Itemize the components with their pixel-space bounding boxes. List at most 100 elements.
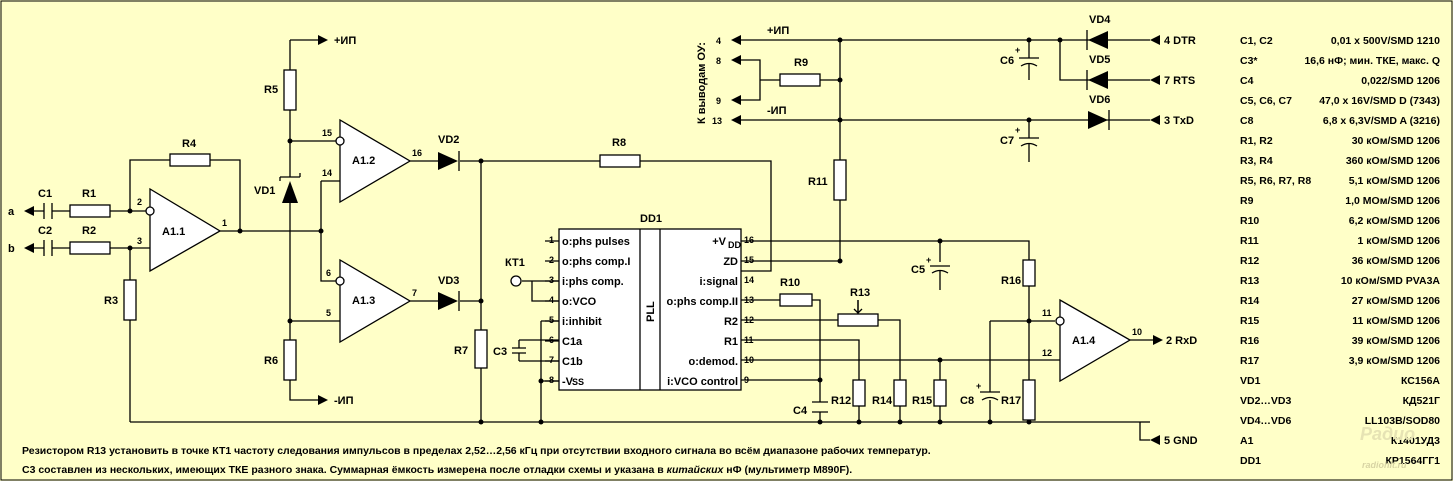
- r7-body: [474, 329, 488, 369]
- c5-symbol: [930, 265, 950, 274]
- r1-body: [69, 204, 111, 218]
- label-components-R14: R14: [872, 395, 893, 407]
- watermark-site: radiohlt.ru: [1362, 460, 1407, 470]
- label-components-R1: R1: [82, 188, 96, 200]
- label-components-R10: R10: [780, 277, 800, 289]
- parts-list-value: 3,9 кОм/SMD 1206: [1349, 355, 1440, 367]
- r6-body: [283, 339, 297, 381]
- labels: C1C2R1R2R3R4R5R6VD1A1.1A1.2A1.3VD2VD3R7R…: [8, 14, 1440, 476]
- dd1-right-pin-num: 9: [744, 375, 749, 385]
- opamps: [145, 118, 1132, 383]
- parts-list-ref: A1: [1240, 435, 1254, 447]
- label-connectors-rts: 7 RTS: [1164, 75, 1195, 87]
- label-components-A11: A1.1: [162, 226, 185, 238]
- svg-text:+: +: [1015, 125, 1020, 135]
- dd1-left-pin-num: 2: [549, 255, 554, 265]
- label-pins-conn_9: 9: [716, 96, 721, 106]
- parts-list-ref: R9: [1240, 195, 1254, 207]
- label-components-R3: R3: [104, 295, 118, 307]
- r5-body: [283, 69, 297, 111]
- dd1-chip: [545, 228, 742, 391]
- dd1-left-pin-num: 8: [549, 375, 554, 385]
- label-nets-plus_ip: +ИП: [334, 35, 356, 47]
- parts-list-ref: C5, C6, C7: [1240, 95, 1292, 107]
- r2-body: [69, 241, 111, 255]
- label-components-C7: C7: [1000, 135, 1014, 147]
- parts-list-ref: R17: [1240, 355, 1259, 367]
- svg-text:+: +: [926, 255, 931, 265]
- capacitors: + + + +: [43, 45, 1039, 413]
- parts-list-ref: C8: [1240, 115, 1254, 127]
- dd1-right-pin-num: 13: [744, 295, 754, 305]
- vd2-symbol: [438, 152, 458, 170]
- label-components-VD4: VD4: [1089, 14, 1111, 26]
- dd1-right-pin-num: 14: [744, 275, 754, 285]
- label-components-VD2: VD2: [438, 134, 459, 146]
- parts-list-ref: R5, R6, R7, R8: [1240, 175, 1311, 187]
- r14-body: [893, 379, 907, 407]
- label-pins-a12_out: 16: [412, 148, 422, 158]
- dd1-vss-sub: SS: [572, 377, 584, 387]
- dd1-left-pin-num: 1: [549, 235, 554, 245]
- parts-list-value: 6,8 x 6,3V/SMD A (3216): [1323, 115, 1440, 127]
- r4-body: [169, 153, 211, 167]
- note-2-italic: китайских: [667, 464, 725, 476]
- label-components-R4: R4: [182, 138, 197, 150]
- c1-symbol: [43, 203, 53, 219]
- r15-body: [933, 379, 947, 407]
- r12-body: [852, 379, 866, 407]
- dd1-right-pin-name: o:phs comp.II: [667, 296, 739, 308]
- vd4-symbol: [1088, 31, 1108, 49]
- label-components-R9: R9: [794, 57, 808, 69]
- parts-list-ref: VD2…VD3: [1240, 395, 1292, 407]
- r13-wiper: [853, 300, 863, 314]
- dd1-vdd-sub: DD: [728, 240, 741, 250]
- r11-body: [833, 159, 847, 201]
- label-pins-a14_in2: 12: [1042, 348, 1052, 358]
- label-components-A12: A1.2: [352, 155, 375, 167]
- vd5-symbol: [1088, 71, 1108, 89]
- dd1-left-pin-name: o:phs comp.I: [562, 256, 630, 268]
- label-components-C3: C3: [493, 346, 507, 358]
- label-inputs-a: a: [8, 206, 15, 218]
- label-components-R5: R5: [264, 84, 278, 96]
- label-nets-plus_ip: +ИП: [767, 25, 789, 37]
- label-components-C8: C8: [960, 395, 974, 407]
- r13-body: [837, 313, 879, 327]
- r16-body: [1022, 259, 1036, 287]
- kt1-testpoint[interactable]: [510, 275, 522, 287]
- r3-body: [123, 279, 137, 321]
- label-components-R8: R8: [612, 137, 626, 149]
- junctions: [127, 37, 1063, 425]
- label-pins-a11_in2: 3: [137, 236, 142, 246]
- label-components-VD3: VD3: [438, 275, 459, 287]
- parts-list-ref: VD1: [1240, 375, 1261, 387]
- dd1-right-pin-name: i:signal: [699, 276, 738, 288]
- label-components-R15: R15: [912, 395, 932, 407]
- dd1-left-pin-name: C1a: [562, 336, 583, 348]
- label-components-C2: C2: [38, 225, 52, 237]
- c7-symbol: [1019, 137, 1039, 147]
- label-pins-a11_out: 1: [222, 218, 227, 228]
- c6-symbol: [1019, 57, 1039, 67]
- label-components-R6: R6: [264, 355, 278, 367]
- label-connectors-gnd: 5 GND: [1164, 435, 1198, 447]
- vd6-symbol: [1088, 111, 1108, 129]
- label-components-DD1: DD1: [640, 213, 662, 225]
- dd1-left-pin-name: i:phs comp.: [562, 276, 624, 288]
- label-components-R16: R16: [1001, 275, 1021, 287]
- label-pins-a14_in1: 11: [1042, 308, 1052, 318]
- dd1-right-pin-name: o:demod.: [689, 356, 739, 368]
- parts-list-ref: R10: [1240, 215, 1259, 227]
- label-pins-a13_out: 7: [412, 288, 417, 298]
- parts-list-value: 0,01 x 500V/SMD 1210: [1331, 35, 1440, 47]
- label-connectors-txd: 3 TxD: [1164, 115, 1194, 127]
- label-pins-a12_in1: 15: [322, 128, 332, 138]
- parts-list-value: 16,6 нФ; мин. ТКЕ, макс. Q: [1304, 55, 1440, 67]
- resistors: [69, 69, 1036, 421]
- dd1-left-pin-num: 3: [549, 275, 554, 285]
- parts-list-value: 27 кОм/SMD 1206: [1352, 295, 1440, 307]
- note-2-after: нФ (мультиметр М890F).: [723, 464, 852, 476]
- label-components-C6: C6: [1000, 55, 1014, 67]
